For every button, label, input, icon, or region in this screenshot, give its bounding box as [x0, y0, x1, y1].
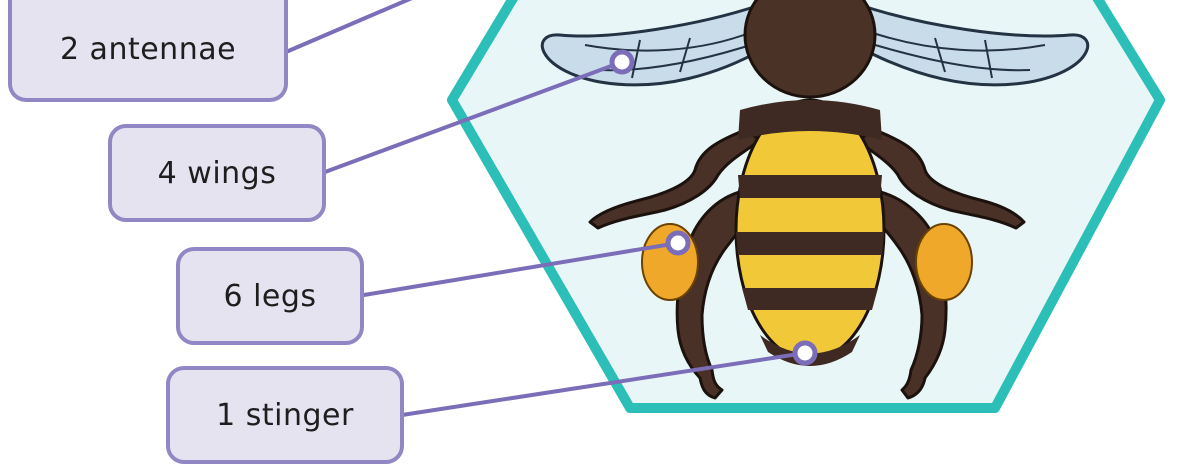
- wings-target-dot: [612, 52, 632, 72]
- stinger-target-dot: [795, 343, 815, 363]
- label-legs: 6 legs: [176, 247, 364, 345]
- label-wings: 4 wings: [108, 124, 326, 222]
- legs-target-dot: [668, 233, 688, 253]
- label-stinger: 1 stinger: [166, 366, 404, 464]
- connector-antennae: [286, 0, 412, 52]
- label-antennae: 2 antennae: [8, 0, 288, 102]
